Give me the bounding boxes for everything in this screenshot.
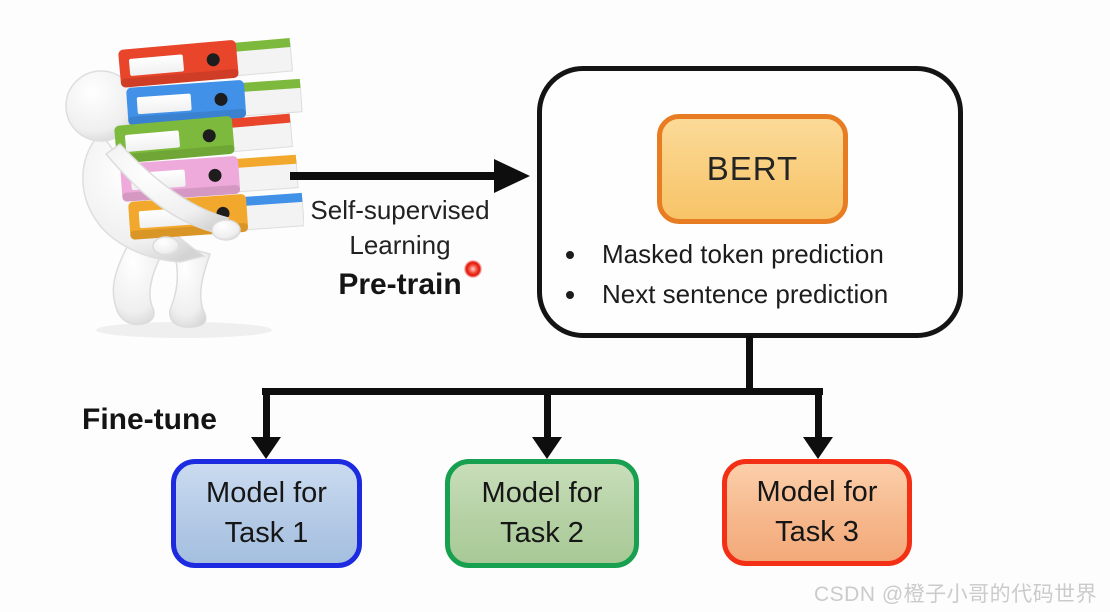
binder-stack-icon — [114, 37, 304, 240]
task1-box: Model for Task 1 — [171, 459, 362, 568]
arrow-down-task1 — [251, 437, 281, 459]
person-arm — [104, 143, 241, 256]
connector-stem — [746, 336, 753, 392]
pretrain-label-line2: Learning — [349, 230, 451, 260]
task2-box: Model for Task 2 — [445, 459, 639, 568]
bullet-item: Masked token prediction — [558, 239, 950, 270]
bullet-text: Masked token prediction — [602, 239, 884, 269]
binder-blue — [126, 78, 303, 126]
pretrain-emphasis-text: Pre-train — [338, 268, 462, 301]
bert-box: BERT — [657, 114, 848, 224]
task3-line1: Model for — [756, 476, 878, 509]
binder-green — [114, 113, 294, 164]
pretrain-label-line1: Self-supervised — [310, 195, 490, 225]
connector-drop-task3 — [815, 393, 822, 438]
task3-box: Model for Task 3 — [722, 459, 912, 566]
task1-line2: Task 1 — [224, 516, 309, 549]
task3-line2: Task 3 — [775, 515, 859, 548]
pretrain-arrow-shaft — [290, 172, 496, 180]
binder-red — [118, 37, 294, 88]
arrow-down-task2 — [532, 437, 562, 459]
ground-shadow — [96, 322, 272, 338]
finetune-label: Fine-tune — [82, 403, 217, 436]
arrow-down-task3 — [803, 437, 833, 459]
laser-pointer-dot — [463, 260, 482, 278]
connector-drop-task2 — [544, 393, 551, 438]
pretrain-arrow-head — [494, 159, 530, 193]
pretrain-emphasis-label: Pre-train — [338, 260, 482, 302]
bert-box-label: BERT — [706, 150, 799, 187]
bullet-item: Next sentence prediction — [558, 278, 950, 310]
person-carrying-binders-icon — [65, 37, 304, 338]
task2-line2: Task 2 — [500, 516, 584, 549]
connector-drop-task1 — [263, 393, 270, 438]
person-body — [65, 70, 211, 328]
connector-horizontal — [262, 388, 823, 395]
bullet-text: Next sentence prediction — [602, 278, 889, 309]
pretrain-label-block: Self-supervised Learning Pre-train — [283, 197, 517, 302]
bullet-dot-icon — [566, 290, 574, 299]
bert-bullet-list: Masked token prediction Next sentence pr… — [558, 239, 950, 320]
task2-line1: Model for — [481, 477, 603, 510]
watermark-text: CSDN @橙子小哥的代码世界 — [814, 583, 1098, 606]
task1-line1: Model for — [206, 477, 327, 510]
bullet-dot-icon — [566, 251, 574, 259]
